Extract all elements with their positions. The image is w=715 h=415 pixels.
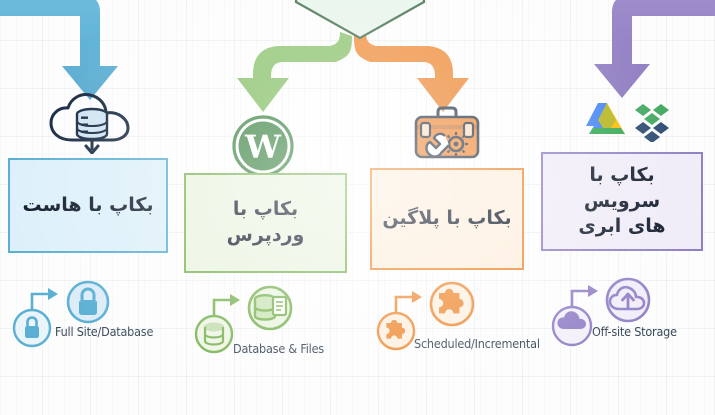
box-host-label: بکاپ با هاست: [22, 193, 154, 216]
box-plugin[interactable]: بکاپ با پلاگین: [370, 168, 524, 270]
arrow-cloud: [594, 0, 715, 98]
box-cloud[interactable]: بکاپ با سرویس های ابری: [541, 152, 703, 251]
box-plugin-label: بکاپ با پلاگین: [382, 207, 512, 230]
caption-icons-host: [12, 280, 110, 348]
caption-plugin: Scheduled/Incremental: [414, 336, 540, 351]
box-wordpress[interactable]: بکاپ با وردپرس: [184, 173, 347, 273]
wordpress-icon: W: [232, 115, 294, 177]
toolbox-icon: [414, 106, 480, 159]
box-cloud-label-line1: بکاپ با سرویس: [583, 164, 661, 212]
dropbox-icon: [635, 104, 669, 142]
central-diamond: [294, 0, 426, 40]
google-drive-icon: [586, 103, 625, 134]
svg-text:W: W: [244, 128, 282, 166]
box-wordpress-label: بکاپ با وردپرس: [226, 198, 305, 246]
box-host[interactable]: بکاپ با هاست: [8, 158, 168, 253]
caption-host: Full Site/Database: [55, 324, 154, 339]
arrow-plugin: [354, 32, 469, 112]
box-cloud-label-line2: های ابری: [578, 215, 666, 238]
arrow-host: [0, 0, 118, 100]
caption-cloud: Off-site Storage: [592, 324, 677, 339]
caption-wordpress: Database & Files: [233, 341, 324, 356]
arrow-wordpress: [237, 32, 352, 112]
cloud-database-icon: [49, 93, 130, 154]
